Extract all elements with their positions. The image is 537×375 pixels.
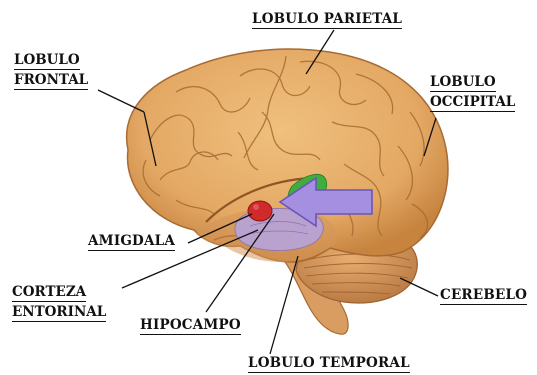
leader-frontal-a <box>98 90 144 112</box>
leader-temporal <box>270 256 298 354</box>
label-lobulo-occipital: LOBULO OCCIPITAL <box>430 74 515 114</box>
label-corteza-entorinal: CORTEZA ENTORINAL <box>12 284 106 324</box>
label-corteza-entorinal-line2: ENTORINAL <box>12 304 106 322</box>
label-lobulo-frontal-line1: LOBULO <box>14 52 80 70</box>
label-lobulo-occipital-line1: LOBULO <box>430 74 496 92</box>
label-lobulo-parietal: LOBULO PARIETAL <box>252 12 402 29</box>
amygdala <box>248 201 272 221</box>
label-corteza-entorinal-line1: CORTEZA <box>12 284 86 302</box>
label-hipocampo: HIPOCAMPO <box>140 318 241 335</box>
label-amigdala: AMIGDALA <box>88 234 175 251</box>
label-lobulo-occipital-line2: OCCIPITAL <box>430 94 515 112</box>
label-lobulo-frontal-line2: FRONTAL <box>14 72 88 90</box>
label-lobulo-temporal: LOBULO TEMPORAL <box>248 356 410 373</box>
label-cerebelo: CEREBELO <box>440 288 527 305</box>
amygdala-highlight <box>253 204 259 210</box>
label-lobulo-frontal: LOBULO FRONTAL <box>14 52 88 92</box>
